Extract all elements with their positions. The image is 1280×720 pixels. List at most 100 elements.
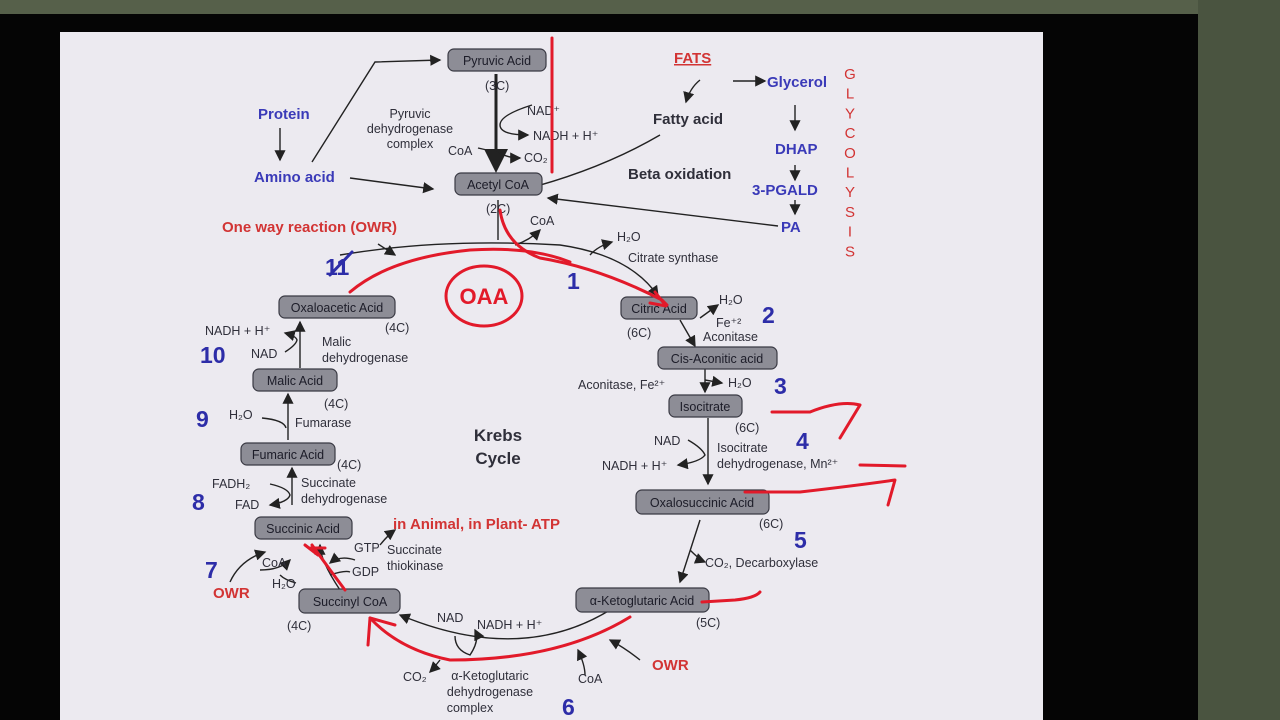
svg-text:(5C): (5C) — [696, 616, 720, 630]
box-succinic-acid: Succinic Acid — [254, 516, 353, 540]
svg-text:Fumaric Acid: Fumaric Acid — [252, 448, 324, 462]
svg-text:PA: PA — [781, 219, 801, 236]
svg-text:Succinate: Succinate — [387, 543, 442, 557]
svg-text:NAD⁺: NAD⁺ — [527, 104, 560, 118]
box-succinyl-coa: Succinyl CoA — [298, 588, 401, 614]
svg-text:H₂O: H₂O — [272, 577, 296, 591]
svg-text:dehydrogenase, Mn²⁺: dehydrogenase, Mn²⁺ — [717, 457, 838, 471]
krebs-cycle-diagram: Pyruvic Acid Acetyl CoA Citric Acid Cis-… — [192, 36, 907, 720]
step-7: 7 — [205, 557, 218, 583]
svg-text:CoA: CoA — [530, 214, 555, 228]
svg-text:complex: complex — [447, 701, 494, 715]
svg-text:Beta oxidation: Beta oxidation — [628, 166, 731, 183]
svg-text:Oxaloacetic Acid: Oxaloacetic Acid — [291, 301, 383, 315]
glycolysis-letter: O — [844, 145, 856, 162]
background-wall-right — [1198, 0, 1280, 720]
svg-text:α-Ketoglutaric Acid: α-Ketoglutaric Acid — [590, 594, 695, 608]
box-acetyl-coa: Acetyl CoA — [454, 172, 543, 196]
svg-text:Succinyl CoA: Succinyl CoA — [313, 595, 388, 609]
svg-text:NAD: NAD — [437, 611, 463, 625]
svg-text:Protein: Protein — [258, 106, 310, 123]
svg-text:NAD: NAD — [251, 347, 277, 361]
svg-text:thiokinase: thiokinase — [387, 559, 443, 573]
glycolysis-letter: L — [846, 165, 854, 182]
svg-text:Acetyl CoA: Acetyl CoA — [467, 178, 529, 192]
svg-text:CoA: CoA — [578, 672, 603, 686]
box-pyruvic-acid: Pyruvic Acid — [447, 48, 547, 72]
svg-text:OAA: OAA — [460, 284, 509, 309]
step-6: 6 — [562, 694, 575, 720]
svg-text:FADH₂: FADH₂ — [212, 477, 250, 491]
svg-text:Cycle: Cycle — [475, 449, 520, 468]
svg-text:NAD: NAD — [654, 434, 680, 448]
svg-text:FATS: FATS — [674, 50, 711, 67]
svg-text:(4C): (4C) — [337, 458, 361, 472]
step-5: 5 — [794, 527, 807, 553]
svg-text:GDP: GDP — [352, 565, 379, 579]
svg-text:FAD: FAD — [235, 498, 259, 512]
svg-text:(4C): (4C) — [324, 397, 348, 411]
svg-text:H₂O: H₂O — [728, 376, 752, 390]
svg-text:Pyruvic Acid: Pyruvic Acid — [463, 54, 531, 68]
svg-text:CO₂, Decarboxylase: CO₂, Decarboxylase — [705, 556, 818, 570]
glycolysis-letter: Y — [845, 184, 855, 201]
glycolysis-letter: Y — [845, 105, 855, 122]
svg-text:Aconitase, Fe²⁺: Aconitase, Fe²⁺ — [578, 378, 665, 392]
box-citric-acid: Citric Acid — [620, 296, 698, 320]
svg-text:CO₂: CO₂ — [403, 670, 427, 684]
box-oxaloacetic-acid: Oxaloacetic Acid — [278, 295, 396, 319]
svg-text:H₂O: H₂O — [719, 293, 743, 307]
svg-text:Malic: Malic — [322, 335, 351, 349]
svg-text:Amino acid: Amino acid — [254, 169, 335, 186]
box-isocitrate: Isocitrate — [668, 394, 743, 418]
svg-text:NADH + H⁺: NADH + H⁺ — [477, 618, 542, 632]
glycolysis-letter: I — [848, 224, 852, 241]
svg-text:Isocitrate: Isocitrate — [717, 441, 768, 455]
svg-text:DHAP: DHAP — [775, 141, 818, 158]
svg-text:(6C): (6C) — [735, 421, 759, 435]
svg-text:Malic Acid: Malic Acid — [267, 374, 323, 388]
step-9: 9 — [196, 406, 209, 432]
svg-text:OWR: OWR — [213, 585, 250, 602]
step-3: 3 — [774, 373, 787, 399]
feeder-pathways: Protein Amino acid Glycerol DHAP 3-PGALD… — [254, 50, 856, 260]
svg-text:Aconitase: Aconitase — [703, 330, 758, 344]
screen: Pyruvic Acid Acetyl CoA Citric Acid Cis-… — [60, 32, 1043, 720]
svg-text:One way reaction (OWR): One way reaction (OWR) — [222, 219, 397, 236]
svg-text:dehydrogenase: dehydrogenase — [447, 685, 533, 699]
box-fumaric-acid: Fumaric Acid — [240, 442, 336, 466]
svg-text:Oxalosuccinic Acid: Oxalosuccinic Acid — [650, 496, 754, 510]
svg-text:in Animal, in Plant- ATP: in Animal, in Plant- ATP — [393, 516, 560, 533]
red-handwriting: OAA — [303, 36, 907, 662]
svg-text:(6C): (6C) — [759, 517, 783, 531]
svg-text:Glycerol: Glycerol — [767, 74, 827, 91]
svg-text:OWR: OWR — [652, 657, 689, 674]
red-notes: One way reaction (OWR) in Animal, in Pla… — [213, 219, 689, 674]
box-cis-aconitic-acid: Cis-Aconitic acid — [657, 346, 778, 370]
box-oxalosuccinic-acid: Oxalosuccinic Acid — [635, 489, 770, 515]
svg-text:(3C): (3C) — [485, 79, 509, 93]
svg-text:CO₂: CO₂ — [524, 151, 548, 165]
background-wall-top — [0, 0, 1198, 14]
glycolysis-letter: S — [845, 204, 855, 221]
svg-text:Fumarase: Fumarase — [295, 416, 351, 430]
svg-text:NADH + H⁺: NADH + H⁺ — [533, 129, 598, 143]
carbon-counts: (3C) (2C) (6C) (6C) (6C) (5C) (4C) (4C) … — [287, 79, 783, 633]
step-1: 1 — [567, 268, 580, 294]
svg-text:Succinic Acid: Succinic Acid — [266, 522, 340, 536]
svg-text:CoA: CoA — [262, 556, 287, 570]
step-10: 10 — [200, 342, 226, 368]
reaction-labels: NAD⁺ NADH + H⁺ CO₂ CoA Pyruvic dehydroge… — [205, 104, 838, 715]
box-malic-acid: Malic Acid — [252, 368, 338, 392]
svg-text:Citrate synthase: Citrate synthase — [628, 251, 718, 265]
glycolysis-letter: L — [846, 86, 854, 103]
svg-text:H₂O: H₂O — [229, 408, 253, 422]
glycolysis-letter: G — [844, 66, 856, 83]
step-4: 4 — [796, 428, 809, 454]
step-numbers: 1 2 3 4 5 6 7 8 9 10 11 — [192, 254, 809, 720]
svg-text:NADH + H⁺: NADH + H⁺ — [602, 459, 667, 473]
glycolysis-letter: C — [845, 125, 856, 142]
svg-text:dehydrogenase: dehydrogenase — [322, 351, 408, 365]
svg-text:Krebs: Krebs — [474, 426, 522, 445]
